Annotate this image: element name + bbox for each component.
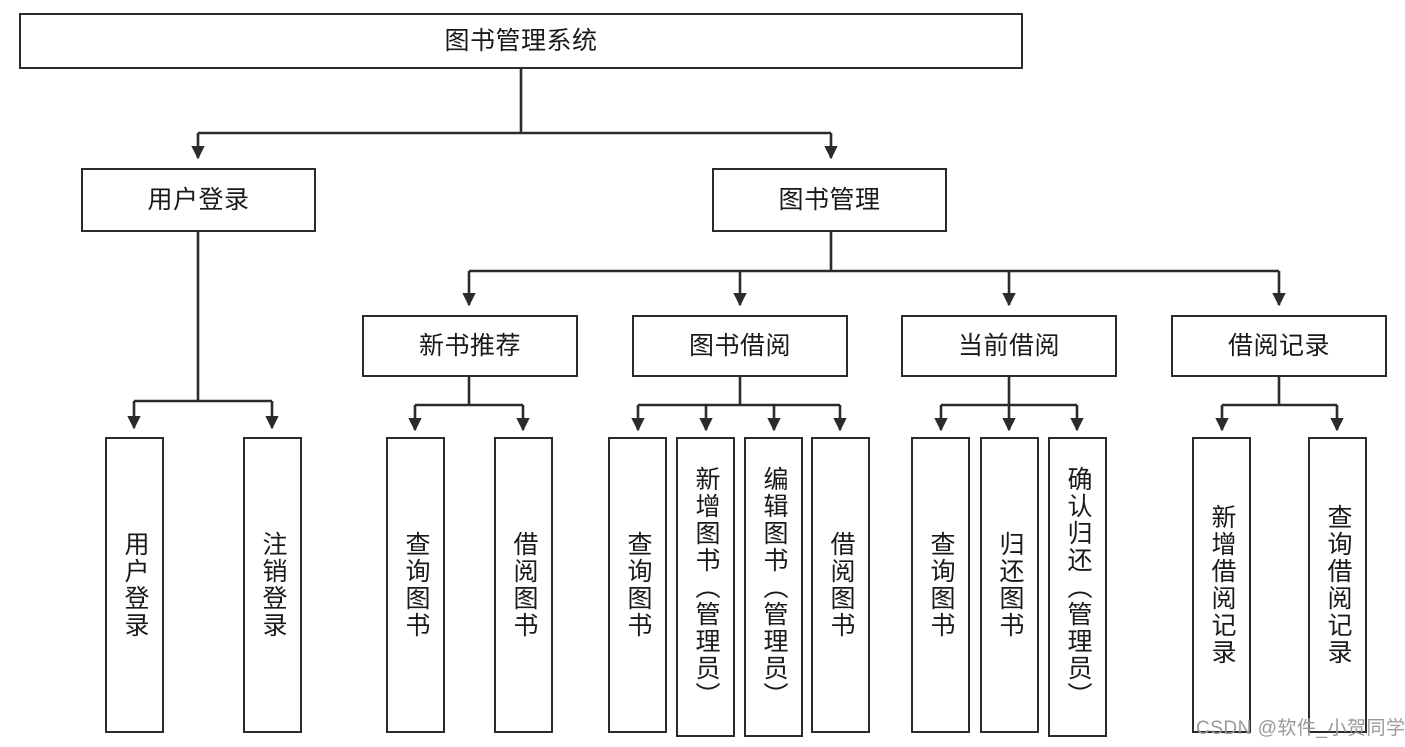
leaf-user-login-login[interactable]: 用户登录 xyxy=(105,437,164,733)
node-label: 新书推荐 xyxy=(418,331,521,360)
leaf-new-book-borrow-book[interactable]: 借阅图书 xyxy=(494,437,553,733)
node-user-login[interactable]: 用户登录 xyxy=(81,168,316,232)
node-label: 确认归还（管理员） xyxy=(1064,465,1092,709)
node-label: 编辑图书（管理员） xyxy=(760,465,788,709)
node-book-management[interactable]: 图书管理 xyxy=(712,168,947,232)
node-label: 借阅图书 xyxy=(827,531,855,639)
leaf-borrow-record-query-record[interactable]: 查询借阅记录 xyxy=(1308,437,1367,733)
leaf-current-borrow-return-book[interactable]: 归还图书 xyxy=(980,437,1039,733)
leaf-new-book-query-book[interactable]: 查询图书 xyxy=(386,437,445,733)
node-label: 借阅图书 xyxy=(510,531,538,639)
leaf-current-borrow-query-book[interactable]: 查询图书 xyxy=(911,437,970,733)
node-label: 用户登录 xyxy=(121,531,149,639)
leaf-current-borrow-confirm-return-admin[interactable]: 确认归还（管理员） xyxy=(1048,437,1107,737)
node-label: 查询图书 xyxy=(927,531,955,639)
leaf-book-borrow-edit-book-admin[interactable]: 编辑图书（管理员） xyxy=(744,437,803,737)
node-label: 查询借阅记录 xyxy=(1324,504,1352,666)
leaf-book-borrow-borrow-book[interactable]: 借阅图书 xyxy=(811,437,870,733)
node-label: 图书管理系统 xyxy=(444,26,598,55)
node-label: 归还图书 xyxy=(996,531,1024,639)
node-label: 新增借阅记录 xyxy=(1208,504,1236,666)
node-book-borrow[interactable]: 图书借阅 xyxy=(632,315,848,377)
node-current-borrow[interactable]: 当前借阅 xyxy=(901,315,1117,377)
leaf-user-login-logout[interactable]: 注销登录 xyxy=(243,437,302,733)
node-label: 查询图书 xyxy=(402,531,430,639)
node-root-system[interactable]: 图书管理系统 xyxy=(19,13,1023,69)
node-label: 查询图书 xyxy=(624,531,652,639)
node-label: 图书管理 xyxy=(778,185,881,214)
node-label: 新增图书（管理员） xyxy=(692,465,720,709)
node-new-book-recommend[interactable]: 新书推荐 xyxy=(362,315,578,377)
node-label: 用户登录 xyxy=(147,185,250,214)
leaf-borrow-record-add-record[interactable]: 新增借阅记录 xyxy=(1192,437,1251,733)
leaf-book-borrow-add-book-admin[interactable]: 新增图书（管理员） xyxy=(676,437,735,737)
node-label: 注销登录 xyxy=(259,531,287,639)
node-label: 图书借阅 xyxy=(688,331,791,360)
node-borrow-record[interactable]: 借阅记录 xyxy=(1171,315,1387,377)
node-label: 借阅记录 xyxy=(1227,331,1330,360)
node-label: 当前借阅 xyxy=(957,331,1060,360)
watermark-text: CSDN @软件_小贺同学 xyxy=(1196,718,1405,739)
leaf-book-borrow-query-book[interactable]: 查询图书 xyxy=(608,437,667,733)
